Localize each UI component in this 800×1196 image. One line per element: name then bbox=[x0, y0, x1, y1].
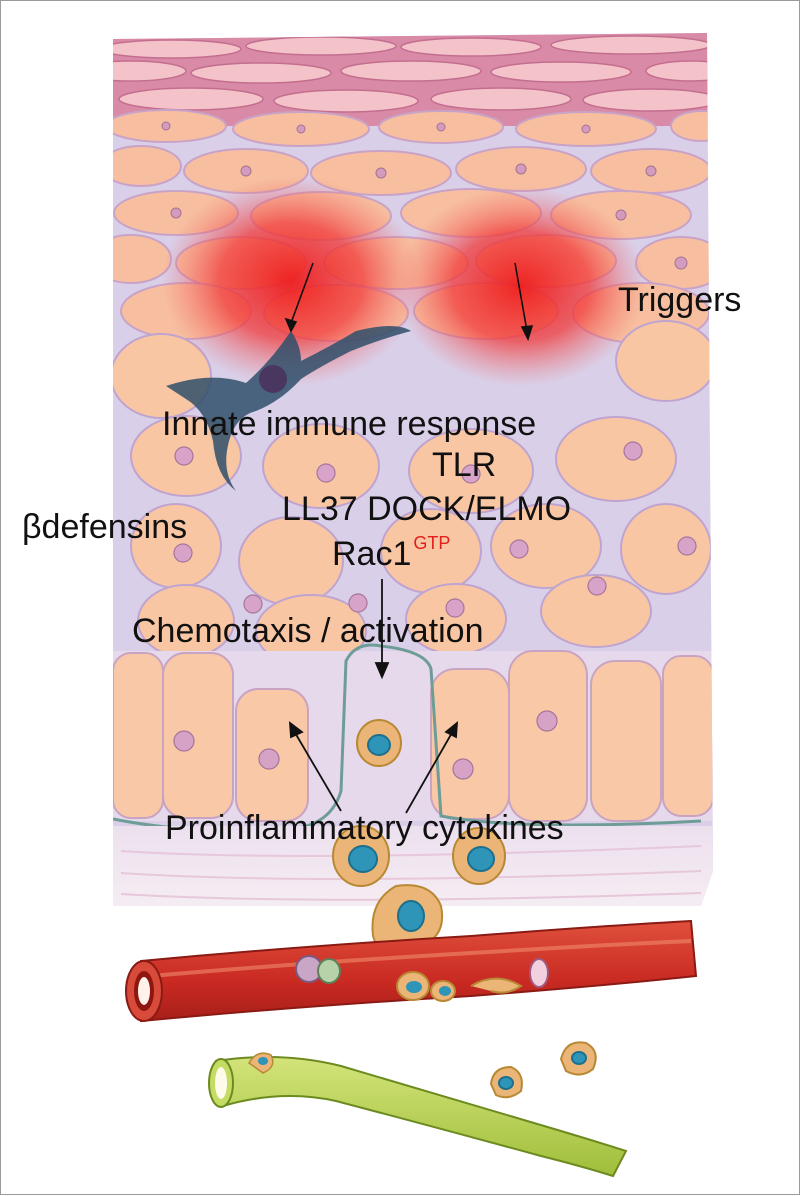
proinflammatory-cytokines-label: Proinflammatory cytokines bbox=[165, 809, 564, 847]
chemotaxis-activation-label: Chemotaxis / activation bbox=[132, 612, 484, 650]
triggers-label: Triggers bbox=[618, 281, 742, 319]
rac1-text: Rac1 bbox=[332, 535, 412, 573]
dendritic-cell bbox=[166, 326, 411, 491]
ll37-dock-elmo-label: LL37 DOCK/ELMO bbox=[282, 490, 572, 528]
cytokine-arrows bbox=[288, 720, 459, 814]
corneum-layers bbox=[113, 35, 713, 113]
blood-vessel bbox=[125, 919, 698, 1023]
basal-cells bbox=[113, 650, 713, 822]
trigger-arrows bbox=[284, 262, 534, 342]
tlr-label: TLR bbox=[432, 446, 497, 484]
spinous-nuclei bbox=[173, 441, 697, 618]
lymph-vessel bbox=[208, 1052, 628, 1178]
inflammation-right bbox=[396, 186, 646, 386]
innate-immune-response-label: Innate immune response bbox=[162, 405, 537, 443]
basal-nuclei bbox=[173, 710, 558, 780]
defensins-label: βdefensins bbox=[22, 508, 188, 546]
gtp-superscript: GTP bbox=[413, 533, 451, 553]
rac1-arrow bbox=[374, 579, 390, 680]
spinous-cells bbox=[113, 320, 713, 668]
